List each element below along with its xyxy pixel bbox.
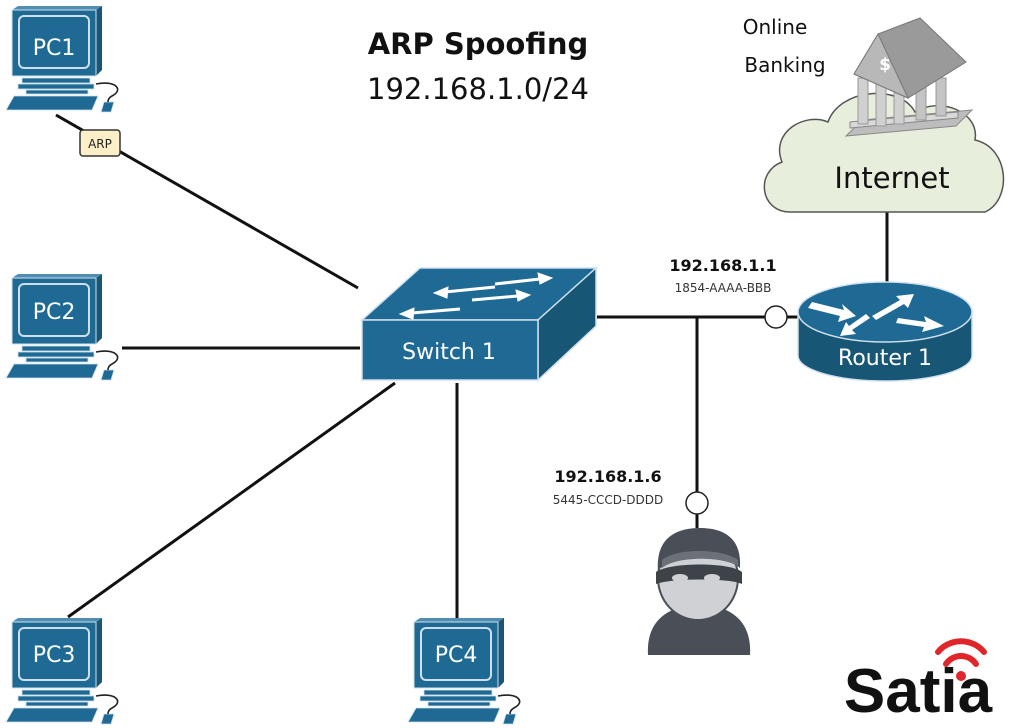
link-pc3-switch	[67, 381, 396, 619]
computer-icon	[407, 617, 521, 725]
pc2-label: PC2	[33, 300, 76, 325]
pc3-label: PC3	[33, 643, 76, 668]
router-icon	[797, 281, 973, 382]
hacker-icon	[647, 528, 751, 655]
router-ip: 192.168.1.1	[669, 256, 776, 275]
switch-label: Switch 1	[402, 340, 496, 365]
pc4-label: PC4	[435, 643, 478, 668]
online-banking-server[interactable]: $ Online Banking	[743, 15, 974, 137]
attacker-ip: 192.168.1.6	[554, 467, 661, 486]
router-1[interactable]: Router 1	[797, 281, 973, 382]
bank-label-line2: Banking	[744, 53, 825, 77]
bank-label-line1: Online	[743, 15, 808, 39]
pc1[interactable]: PC1	[5, 5, 119, 113]
switch-icon	[360, 266, 598, 382]
attacker-mac: 5445-CCCD-DDDD	[553, 493, 664, 507]
bank-icon: $	[844, 17, 974, 137]
dollar-sign-icon: $	[879, 55, 891, 75]
link-lines	[55, 113, 889, 619]
pc4[interactable]: PC4	[407, 617, 521, 725]
pc1-label: PC1	[33, 36, 76, 61]
arp-packet-badge: ARP	[79, 129, 121, 157]
attacker-interface-port	[685, 491, 709, 515]
computer-icon	[5, 273, 119, 381]
wifi-signal-icon	[935, 638, 987, 667]
satia-logo: Satia	[844, 638, 993, 726]
diagram-subnet: 192.168.1.0/24	[367, 72, 589, 106]
diagram-title: ARP Spoofing	[368, 27, 589, 61]
arp-badge-label: ARP	[88, 137, 112, 151]
pc3[interactable]: PC3	[5, 617, 119, 725]
router-label: Router 1	[838, 346, 932, 371]
pc2[interactable]: PC2	[5, 273, 119, 381]
logo-text: Satia	[844, 657, 993, 726]
internet-label: Internet	[834, 161, 949, 195]
computer-icon	[5, 617, 119, 725]
attacker[interactable]	[647, 528, 751, 655]
router-interface-port	[764, 305, 788, 329]
switch-1[interactable]: Switch 1	[360, 266, 598, 382]
router-mac: 1854-AAAA-BBB	[675, 281, 772, 295]
